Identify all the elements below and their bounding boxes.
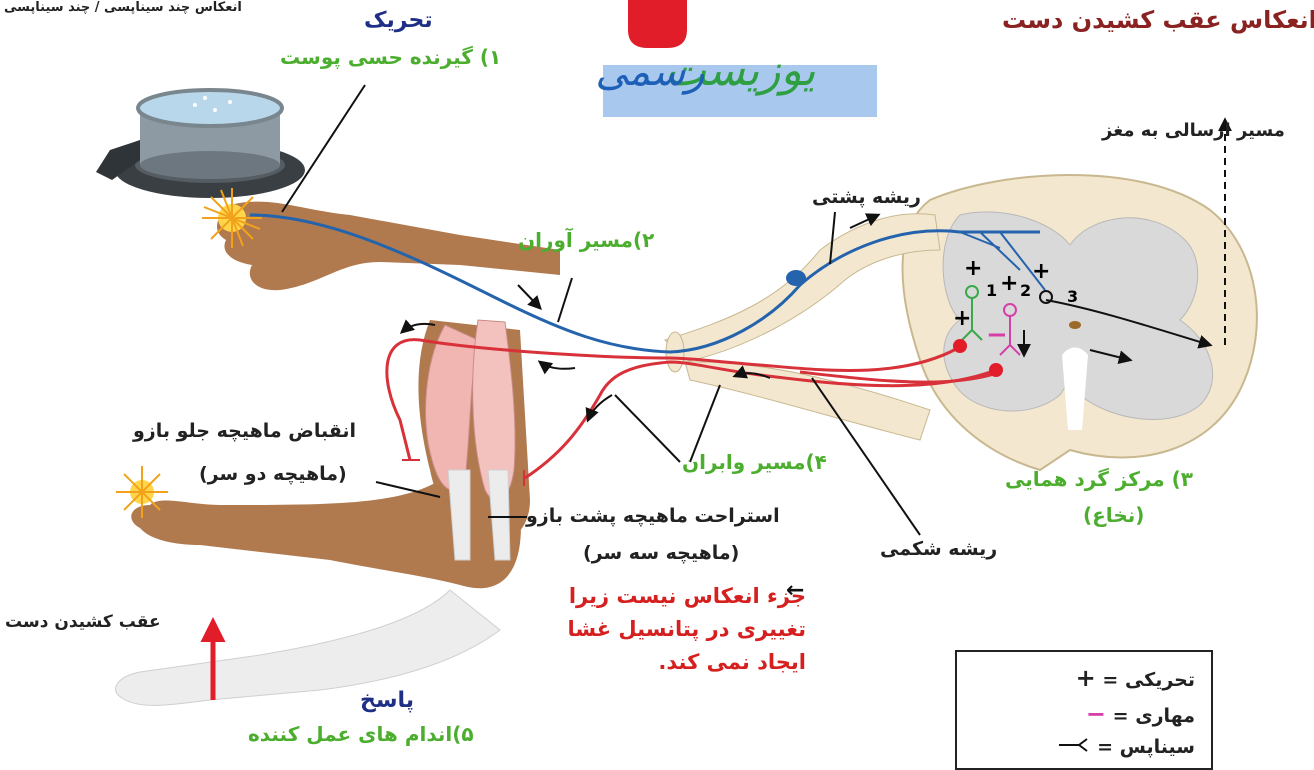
withdraw-label: عقب کشیدن دست bbox=[5, 612, 161, 632]
stimulus-label: تحریک bbox=[364, 8, 433, 33]
stimulus-hand bbox=[202, 188, 560, 290]
triceps-relax-label: استراحت ماهیچه پشت بازو bbox=[526, 505, 780, 527]
svg-text:+: + bbox=[1032, 259, 1050, 284]
page-title: انعکاس عقب کشیدن دست bbox=[1002, 6, 1314, 34]
legend-synapse-label: سیناپس bbox=[1120, 736, 1195, 758]
triceps-name-label: (ماهیچه سه سر) bbox=[583, 542, 739, 564]
efferent-path-label: ۴)مسیر وابران bbox=[682, 450, 827, 474]
integration-center-label: ۳) مرکز گرد همایی bbox=[1005, 467, 1193, 491]
biceps-name-label: (ماهیچه دو سر) bbox=[199, 463, 347, 485]
synapse-icon bbox=[1057, 737, 1091, 753]
svg-text:+: + bbox=[953, 306, 971, 331]
spinal-cord-label: (نخاع) bbox=[1083, 503, 1144, 527]
step1-receptor-label: ۱) گیرنده حسی پوست bbox=[280, 45, 501, 69]
nerve-roots bbox=[665, 214, 940, 440]
svg-text:+: + bbox=[1000, 271, 1018, 296]
dorsal-root-label: ریشه پشتی bbox=[812, 186, 921, 208]
plus-icon: + bbox=[1076, 664, 1096, 692]
legend-excitatory-label: تحریکی bbox=[1125, 669, 1195, 691]
afferent-path-label: ۲)مسیر آوران bbox=[518, 228, 654, 252]
svg-text:رسمی: رسمی bbox=[595, 49, 705, 95]
logo: یوزیست رسمی bbox=[595, 0, 877, 117]
effector-label: ۵)اندام های عمل کننده bbox=[248, 722, 474, 746]
hot-pot bbox=[96, 90, 305, 198]
interneuron-3-number: 3 bbox=[1067, 287, 1078, 306]
legend-row-inhibitory: مهاری = − bbox=[1086, 700, 1195, 728]
top-left-caption: انعکاس چند سیناپسی / چند سیناپسی bbox=[4, 0, 242, 15]
interneuron-1-number: 1 bbox=[986, 281, 997, 300]
legend-inhibitory-label: مهاری bbox=[1135, 705, 1195, 727]
response-label: پاسخ bbox=[360, 688, 414, 713]
exclusion-note: جزء انعکاس نیست زیرا تغییری در پتانسیل غ… bbox=[526, 580, 806, 679]
legend-row-synapse: سیناپس = bbox=[1057, 736, 1196, 758]
svg-text:+: + bbox=[964, 256, 982, 281]
interneuron-2-number: 2 bbox=[1020, 281, 1031, 300]
legend: تحریکی = + مهاری = − سیناپس = bbox=[955, 650, 1213, 770]
minus-icon: − bbox=[1086, 700, 1106, 728]
biceps-contract-label: انقباض ماهیچه جلو بازو bbox=[133, 420, 356, 442]
svg-text:−: − bbox=[986, 320, 1008, 350]
ventral-root-label: ریشه شکمی bbox=[880, 538, 997, 560]
brain-path-label: مسیر ارسالی به مغز bbox=[1102, 120, 1285, 141]
heat-burst-top bbox=[202, 188, 262, 248]
legend-row-excitatory: تحریکی = + bbox=[1076, 664, 1195, 692]
